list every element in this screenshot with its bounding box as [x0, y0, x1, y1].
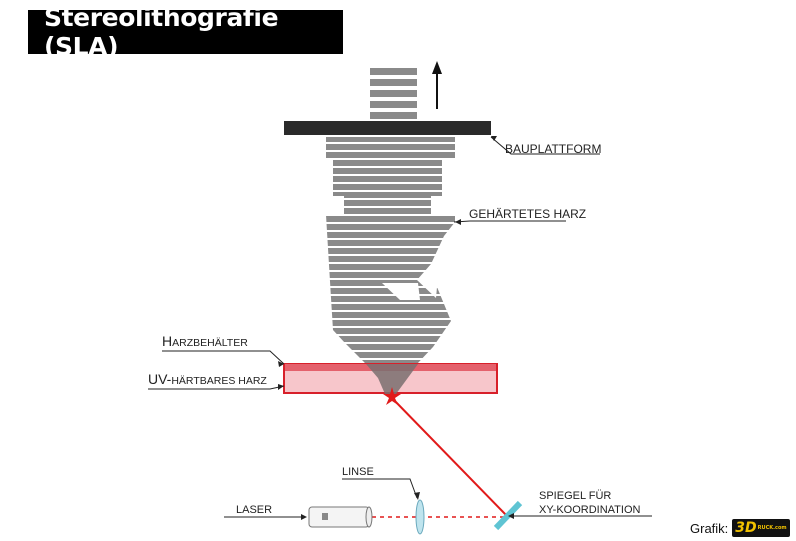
label-mirror-line2: XY-KOORDINATION	[539, 504, 641, 516]
logo-main-text: 3D	[735, 520, 757, 536]
3druck-logo: 3D RUCK.com	[732, 519, 790, 537]
leader-arrowheads	[278, 136, 514, 520]
credit-prefix: Grafik:	[690, 520, 729, 536]
laser-focus-star-icon	[383, 387, 401, 405]
mirror-icon	[493, 500, 523, 531]
cured-resin-part	[326, 137, 455, 394]
label-resin-tank: HARZBEHÄLTER	[162, 333, 248, 349]
page-title: Stereolithografie (SLA)	[44, 3, 279, 61]
up-arrow-icon	[432, 61, 442, 109]
label-mirror-line1: SPIEGEL FÜR	[539, 490, 611, 502]
laser-beam	[390, 396, 508, 517]
logo-sub-text: RUCK.com	[757, 525, 787, 531]
build-platform	[284, 121, 491, 135]
laser-device	[308, 506, 373, 528]
label-laser: LASER	[236, 504, 272, 516]
emerging-layers	[370, 68, 417, 119]
part-tip-in-resin	[366, 364, 418, 394]
label-uv-resin: UV-HÄRTBARES HARZ	[148, 371, 267, 387]
label-build-platform: BAUPLATTFORM	[505, 142, 601, 156]
image-credit: Grafik: 3D RUCK.com	[690, 519, 790, 537]
lens-icon	[415, 499, 425, 535]
label-lens: LINSE	[342, 466, 374, 478]
title-banner: Stereolithografie (SLA)	[28, 3, 343, 61]
label-cured-resin: GEHÄRTETES HARZ	[469, 207, 586, 221]
